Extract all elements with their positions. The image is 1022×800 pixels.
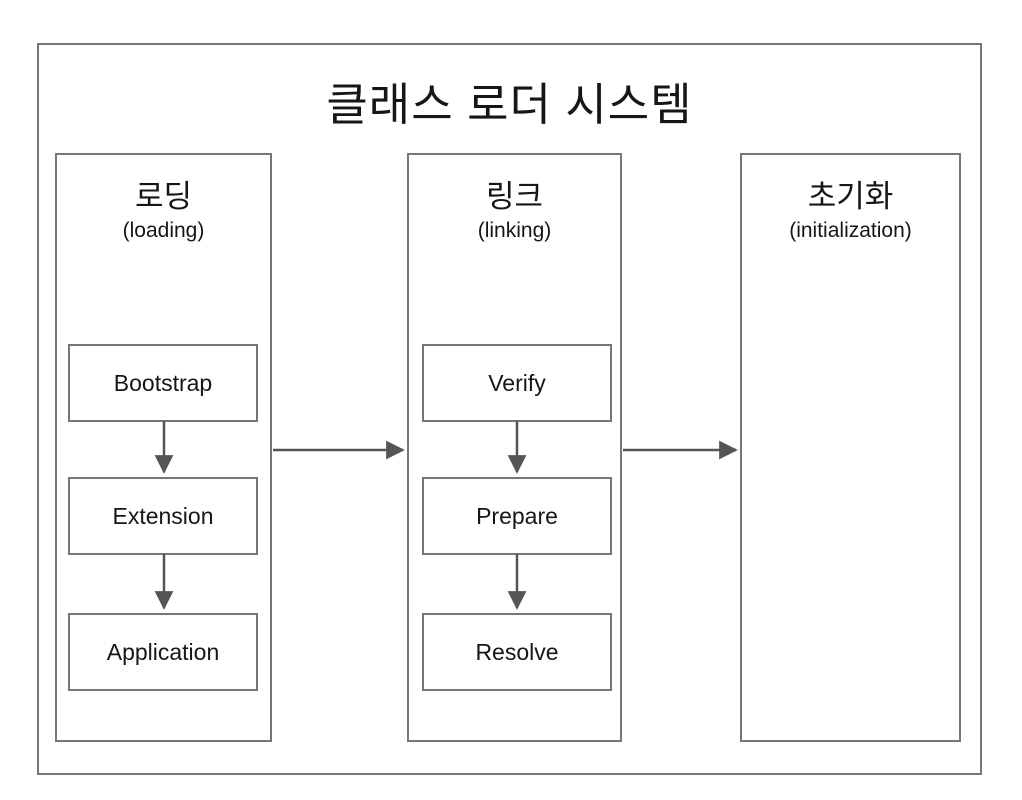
step-box-bootstrap: Bootstrap bbox=[68, 344, 258, 422]
step-box-application: Application bbox=[68, 613, 258, 691]
phase-title-en-initialization: (initialization) bbox=[789, 219, 912, 242]
phase-title-ko-loading: 로딩 bbox=[134, 179, 193, 214]
phase-title-en-loading: (loading) bbox=[122, 219, 205, 242]
phase-column-linking: 링크 (linking) Verify Prepare Resolve bbox=[407, 153, 622, 742]
phase-title-ko-initialization: 초기화 bbox=[807, 179, 894, 214]
phase-header-linking: 링크 (linking) bbox=[409, 177, 620, 245]
step-box-prepare: Prepare bbox=[422, 477, 612, 555]
step-box-verify: Verify bbox=[422, 344, 612, 422]
phase-header-initialization: 초기화 (initialization) bbox=[742, 177, 959, 245]
phase-title-ko-linking: 링크 bbox=[485, 179, 544, 214]
phase-title-en-linking: (linking) bbox=[477, 219, 552, 242]
step-box-extension: Extension bbox=[68, 477, 258, 555]
phase-column-initialization: 초기화 (initialization) bbox=[740, 153, 961, 742]
phase-header-loading: 로딩 (loading) bbox=[57, 177, 270, 245]
step-box-resolve: Resolve bbox=[422, 613, 612, 691]
diagram-title: 클래스 로더 시스템 bbox=[326, 79, 693, 130]
phase-column-loading: 로딩 (loading) Bootstrap Extension Applica… bbox=[55, 153, 272, 742]
